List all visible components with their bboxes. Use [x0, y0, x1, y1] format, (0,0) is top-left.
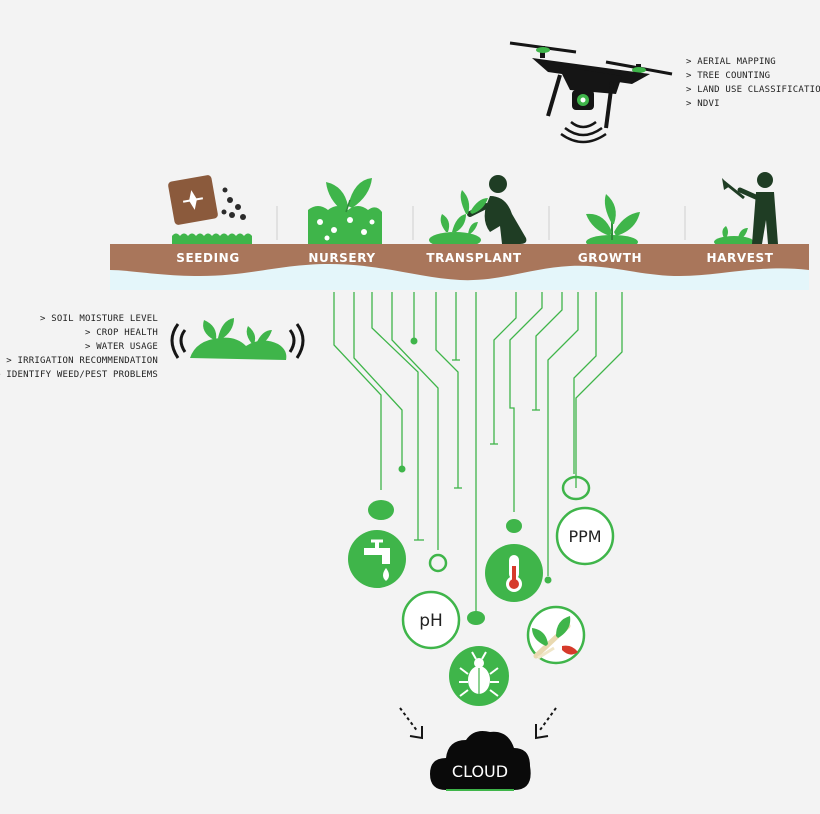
- growing-plant-icon: [586, 194, 640, 249]
- stage-label-seeding: SEEDING: [176, 251, 240, 265]
- seed-bag-icon: [168, 175, 252, 244]
- ph-label: pH: [419, 611, 443, 631]
- sensor-feature: > SOIL MOISTURE LEVEL: [40, 314, 158, 324]
- drone-feature: > NDVI: [686, 99, 720, 109]
- stage-label-nursery: NURSERY: [308, 251, 375, 265]
- drone-feature: > AERIAL MAPPING: [686, 57, 776, 67]
- soil-band: [110, 244, 809, 281]
- farmer-harvest-icon: [714, 172, 778, 248]
- stage-label-transplant: TRANSPLANT: [426, 251, 522, 265]
- stage-label-harvest: HARVEST: [706, 251, 773, 265]
- crop-health-sensor-icon: [526, 605, 586, 665]
- farmer-transplant-icon: [429, 175, 527, 248]
- arrow-to-cloud-left: [399, 707, 423, 740]
- drone-icon: [509, 41, 673, 144]
- drone-feature: > TREE COUNTING: [686, 71, 770, 81]
- drone-feature: > LAND USE CLASSIFICATION: [686, 85, 820, 95]
- ph-sensor: pH: [401, 590, 461, 650]
- drone-feature-list: > AERIAL MAPPING > TREE COUNTING > LAND …: [686, 57, 820, 109]
- ppm-sensor: PPM: [555, 506, 615, 566]
- pest-bug-sensor-icon: [449, 646, 509, 706]
- sensor-feature: > IRRIGATION RECOMMENDATION: [6, 356, 158, 366]
- sensor-feature: > IDENTIFY WEED/PEST PROBLEMS: [0, 370, 158, 380]
- cloud-icon: CLOUD: [430, 731, 531, 791]
- sensor-feature-list: > SOIL MOISTURE LEVEL > CROP HEALTH > WA…: [0, 314, 158, 380]
- nursery-tray-icon: [308, 178, 382, 244]
- water-tap-sensor-icon: [348, 530, 406, 588]
- arrow-to-cloud-right: [535, 707, 557, 740]
- sensor-feature: > CROP HEALTH: [85, 328, 158, 338]
- ppm-label: PPM: [568, 527, 601, 546]
- soil-sensor-icon: [170, 318, 305, 360]
- thermometer-sensor-icon: [485, 544, 543, 602]
- cloud-label: CLOUD: [452, 762, 508, 781]
- stage-label-growth: GROWTH: [578, 251, 642, 265]
- sensor-feature: > WATER USAGE: [85, 342, 158, 352]
- circuit-lines: [333, 292, 623, 625]
